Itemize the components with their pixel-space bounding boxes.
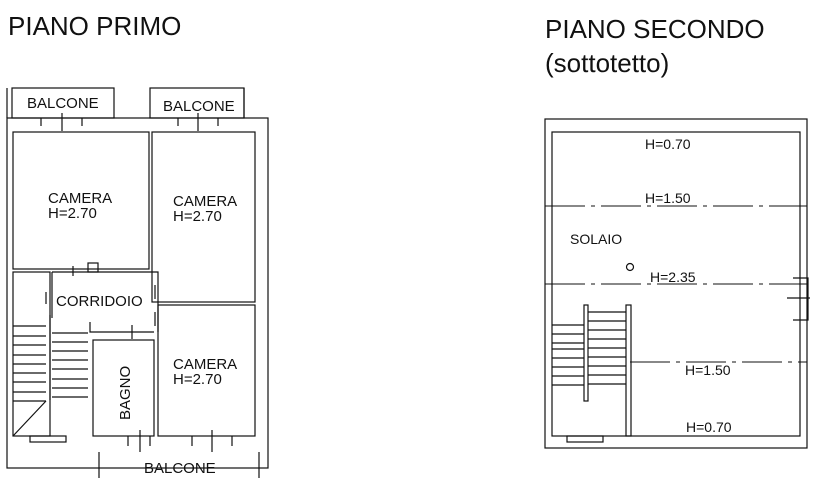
plan-title-first-floor: PIANO PRIMO [8,11,182,41]
balcony-top-left [11,87,115,119]
room-bagno [92,339,155,437]
balcony-bottom [98,452,260,478]
plan-title-second-floor: PIANO SECONDO [545,14,765,44]
label-h-150-bottom: H=1.50 [685,362,731,378]
label-camera-2-h: H=2.70 [173,208,222,225]
label-camera-3: CAMERA [173,356,237,373]
label-balcone-1: BALCONE [27,95,99,112]
label-solaio: SOLAIO [570,231,622,247]
first-floor-plan [6,87,269,478]
label-balcone-3: BALCONE [144,460,216,477]
room-camera-2 [151,131,256,303]
label-camera-3-h: H=2.70 [173,371,222,388]
label-h-070-top: H=0.70 [645,136,691,152]
second-floor-plan [544,118,810,449]
second-floor-labels: H=0.70 H=1.50 SOLAIO H=2.35 H=1.50 H=0.7… [570,136,732,435]
label-bagno: BAGNO [117,366,134,420]
label-h-070-bottom: H=0.70 [686,419,732,435]
label-balcone-2: BALCONE [163,98,235,115]
label-camera-1: CAMERA [48,190,112,207]
plan-subtitle-attic: (sottotetto) [545,48,670,78]
room-camera-3 [157,304,256,437]
first-floor-labels: BALCONE BALCONE CAMERA H=2.70 CAMERA H=2… [27,95,237,477]
label-h-235: H=2.35 [650,269,696,285]
label-camera-2: CAMERA [173,193,237,210]
room-camera-1 [12,131,150,270]
label-corridoio: CORRIDOIO [56,293,143,310]
label-camera-1-h: H=2.70 [48,205,97,222]
label-h-150-top: H=1.50 [645,190,691,206]
